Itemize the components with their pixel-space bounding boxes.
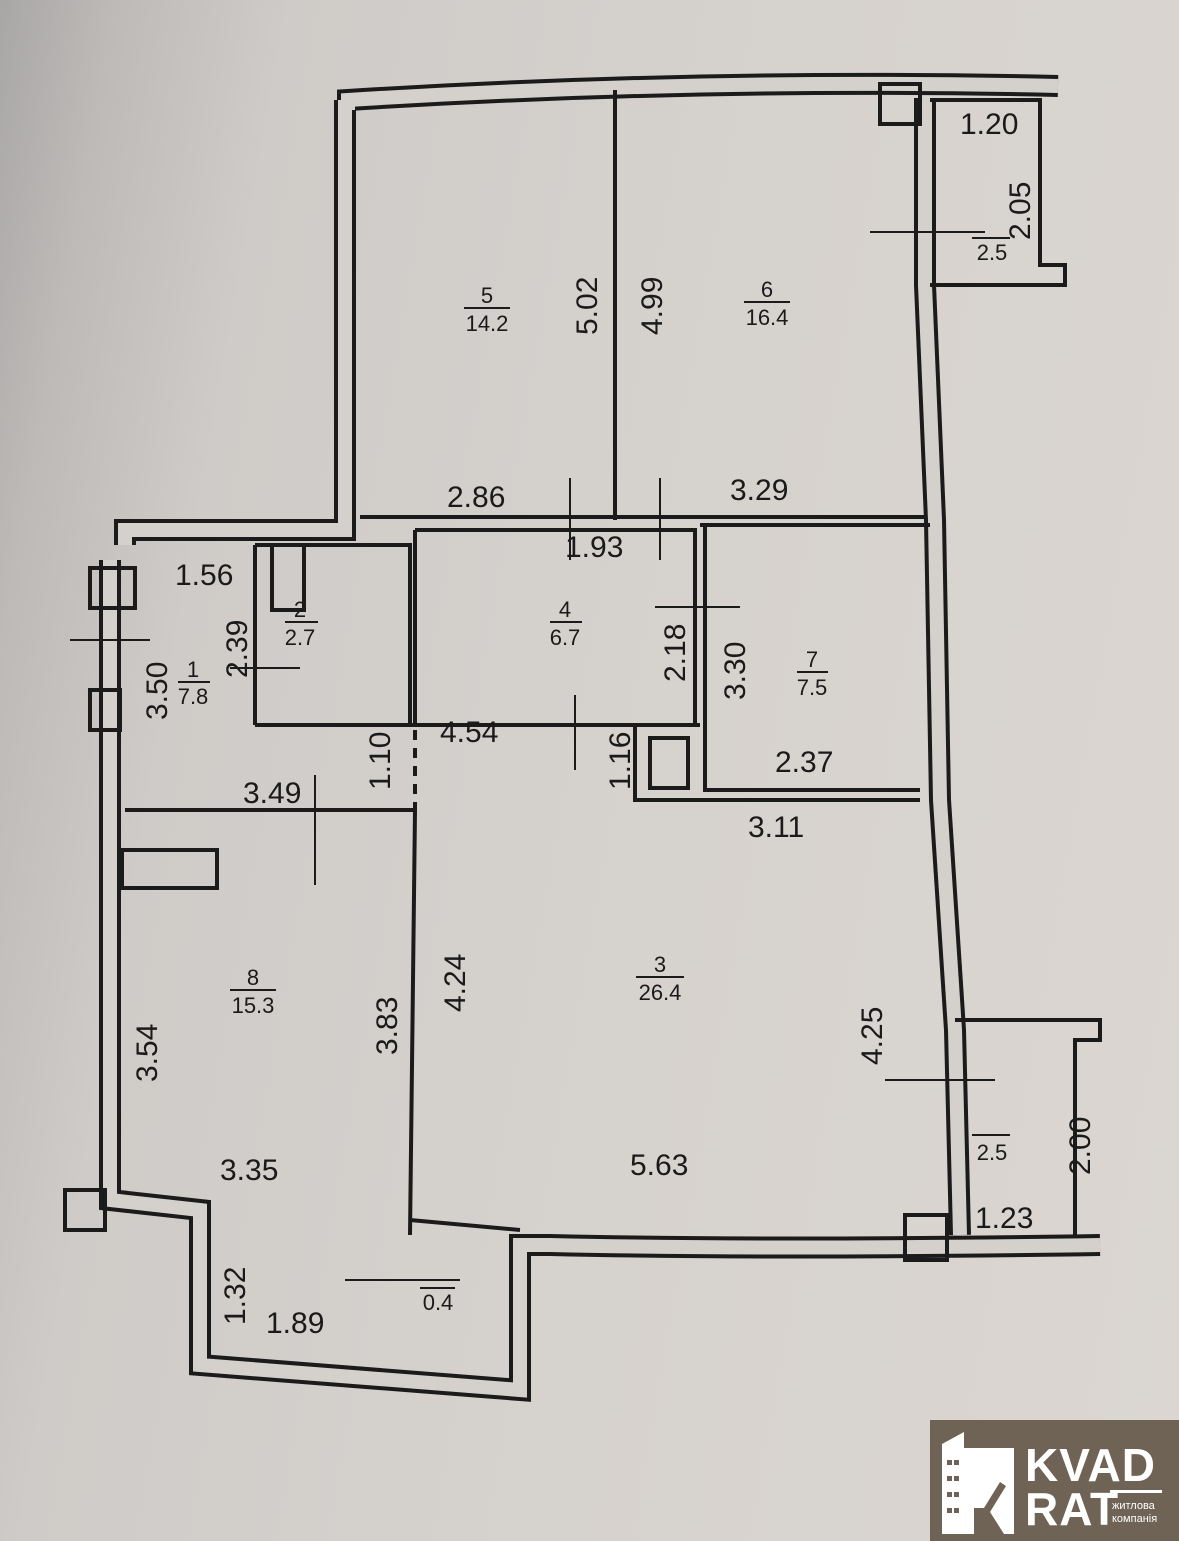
svg-text:1.20: 1.20 — [960, 108, 1018, 141]
balcony-1-label: 2.5 — [972, 237, 1010, 265]
svg-text:1.23: 1.23 — [975, 1202, 1033, 1235]
svg-text:4.99: 4.99 — [636, 277, 669, 335]
room-1-label: 17.8 — [178, 657, 210, 709]
room-6-label: 616.4 — [744, 277, 790, 330]
svg-text:8: 8 — [247, 965, 259, 990]
svg-text:2.00: 2.00 — [1064, 1117, 1097, 1175]
svg-text:2.37: 2.37 — [775, 746, 833, 779]
room-2-label: 22.7 — [285, 597, 318, 650]
room-5-label: 514.2 — [464, 283, 510, 336]
svg-text:4.25: 4.25 — [856, 1007, 889, 1065]
svg-text:3.50: 3.50 — [141, 662, 174, 720]
svg-text:7.8: 7.8 — [178, 684, 209, 709]
room-labels: 17.8 22.7 326.4 46.7 514.2 616.4 77.5 81… — [178, 237, 1010, 1315]
svg-text:2.05: 2.05 — [1004, 182, 1037, 240]
svg-text:5.02: 5.02 — [571, 277, 604, 335]
room-7-label: 77.5 — [797, 647, 828, 700]
svg-text:2.18: 2.18 — [659, 624, 692, 682]
svg-text:3.29: 3.29 — [730, 474, 788, 507]
svg-text:3.83: 3.83 — [371, 997, 404, 1055]
svg-text:5: 5 — [481, 283, 493, 308]
svg-text:4.54: 4.54 — [440, 716, 498, 749]
svg-text:16.4: 16.4 — [746, 305, 789, 330]
svg-text:2.5: 2.5 — [977, 1140, 1008, 1165]
balcony-3-label: 0.4 — [420, 1287, 455, 1315]
svg-text:26.4: 26.4 — [639, 980, 682, 1005]
svg-text:1.93: 1.93 — [565, 531, 623, 564]
svg-text:4.24: 4.24 — [439, 954, 472, 1012]
balcony-2-label: 2.5 — [972, 1134, 1010, 1165]
svg-text:5.63: 5.63 — [630, 1149, 688, 1182]
svg-text:0.4: 0.4 — [423, 1290, 454, 1315]
svg-text:1.32: 1.32 — [219, 1267, 252, 1325]
building-logo-icon — [942, 1432, 1014, 1534]
svg-text:1: 1 — [187, 657, 199, 682]
svg-text:3.49: 3.49 — [243, 777, 301, 810]
svg-text:3.35: 3.35 — [220, 1154, 278, 1187]
dimension-labels: 1.20 2.05 5.02 4.99 2.86 3.29 1.93 2.18 … — [131, 108, 1097, 1340]
svg-text:7: 7 — [806, 647, 818, 672]
svg-text:3.30: 3.30 — [719, 642, 752, 700]
svg-text:2.39: 2.39 — [221, 620, 254, 678]
svg-text:2: 2 — [294, 597, 306, 622]
svg-text:7.5: 7.5 — [797, 675, 828, 700]
svg-text:3.54: 3.54 — [131, 1024, 164, 1082]
svg-text:1.16: 1.16 — [604, 732, 637, 790]
svg-text:3: 3 — [654, 952, 666, 977]
company-logo: KVAD RAT житлова компанія — [930, 1420, 1179, 1541]
svg-text:3.11: 3.11 — [748, 811, 804, 844]
svg-text:2.5: 2.5 — [977, 240, 1008, 265]
svg-text:15.3: 15.3 — [232, 993, 275, 1018]
svg-text:6: 6 — [761, 277, 773, 302]
room-4-label: 46.7 — [550, 597, 582, 650]
room-3-label: 326.4 — [636, 952, 684, 1005]
svg-text:1.10: 1.10 — [364, 732, 397, 790]
svg-text:2.86: 2.86 — [447, 481, 505, 514]
svg-text:14.2: 14.2 — [466, 311, 509, 336]
svg-text:1.89: 1.89 — [266, 1307, 324, 1340]
walls — [63, 72, 1102, 1402]
svg-text:6.7: 6.7 — [550, 625, 581, 650]
svg-text:1.56: 1.56 — [175, 559, 233, 592]
svg-text:2.7: 2.7 — [285, 625, 316, 650]
room-8-label: 815.3 — [230, 965, 276, 1018]
svg-text:4: 4 — [559, 597, 571, 622]
